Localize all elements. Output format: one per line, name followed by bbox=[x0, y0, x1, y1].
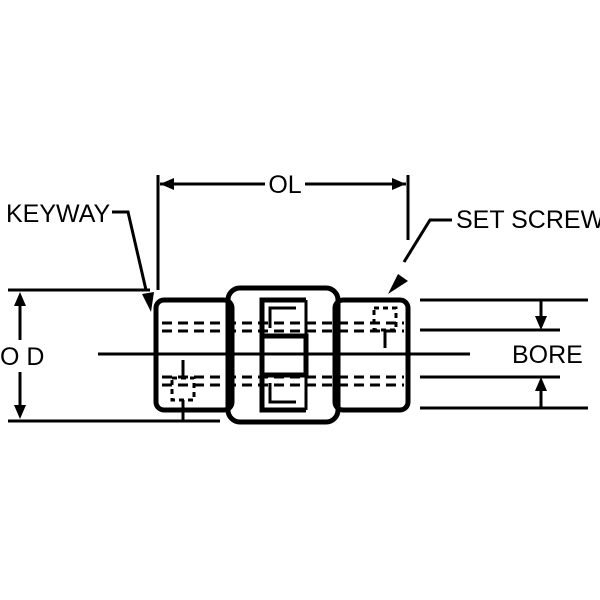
ol-arrow-right bbox=[392, 178, 406, 190]
coupling-body bbox=[98, 285, 470, 425]
set-screw-arrow bbox=[388, 274, 408, 294]
jaw-top-inner bbox=[268, 306, 296, 328]
od-arrow-top bbox=[14, 292, 26, 306]
set-screw-hidden-left bbox=[170, 376, 196, 402]
set-screw-hidden-right bbox=[372, 306, 398, 332]
ol-label: OL bbox=[268, 171, 301, 199]
keyway-label: KEYWAY bbox=[6, 200, 111, 228]
jaw-bottom-outline bbox=[259, 375, 306, 413]
bore-arrow-bottom bbox=[535, 377, 547, 391]
bore-arrow-top bbox=[535, 316, 547, 330]
set-screw-label: SET SCREW bbox=[456, 206, 600, 234]
od-arrow-bottom bbox=[14, 405, 26, 419]
set-screw-callout: SET SCREW bbox=[388, 206, 600, 294]
keyway-leader bbox=[112, 210, 148, 291]
jaw-bottom-inner bbox=[268, 383, 296, 404]
ol-dimension: OL bbox=[156, 171, 410, 290]
keyway-callout: KEYWAY bbox=[6, 200, 154, 312]
keyway-arrow bbox=[142, 292, 154, 312]
bore-dimension: BORE bbox=[420, 298, 588, 410]
od-label: O D bbox=[0, 343, 44, 371]
od-dimension: O D bbox=[0, 288, 220, 423]
ol-arrow-left bbox=[160, 178, 174, 190]
bore-label: BORE bbox=[512, 341, 583, 369]
set-screw-leader bbox=[402, 218, 452, 263]
